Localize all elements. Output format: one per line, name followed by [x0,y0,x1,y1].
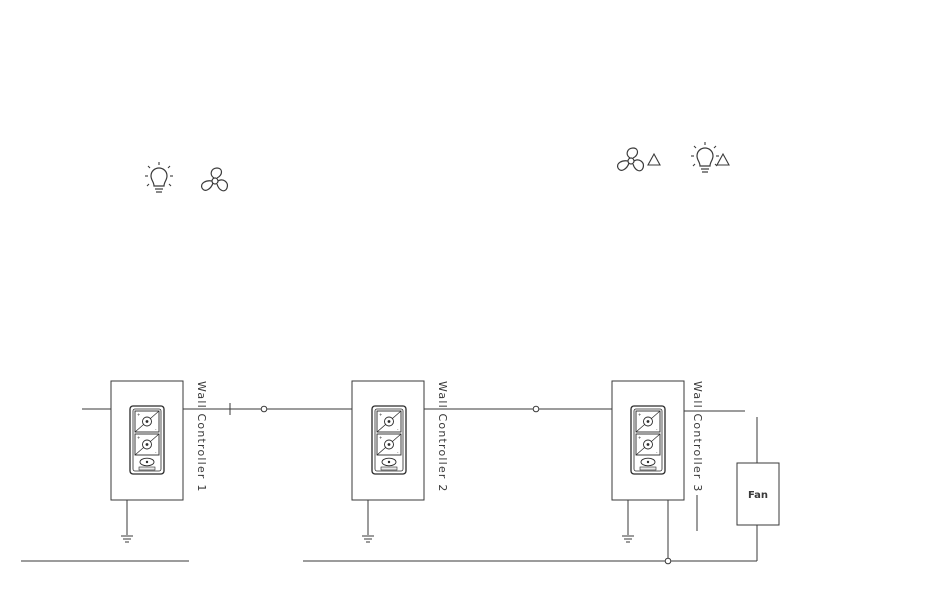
controller-label: Wall Controller 1 [195,381,208,493]
keypad [631,406,665,474]
triangle-icon [648,154,660,165]
ground-icon [362,536,374,542]
ground-icon [622,536,634,542]
wire-junction [533,406,539,412]
light-bulb-icon [145,162,173,192]
fan-unit: Fan [737,463,779,525]
wall-controller-1: Wall Controller 1 [111,381,208,542]
wall-controller-2: Wall Controller 2 [352,381,449,542]
light-bulb-icon [691,142,719,172]
fan-label: Fan [748,490,768,501]
controller-label: Wall Controller 2 [436,381,449,493]
keypad [130,406,164,474]
fan-icon [618,148,644,171]
wall-controller-3: Wall Controller 3 [612,381,704,542]
wire-junction [261,406,267,412]
wire-junction [665,558,671,564]
controller-label: Wall Controller 3 [691,381,704,493]
fan-icon [202,168,228,191]
keypad [372,406,406,474]
ground-icon [121,536,133,542]
